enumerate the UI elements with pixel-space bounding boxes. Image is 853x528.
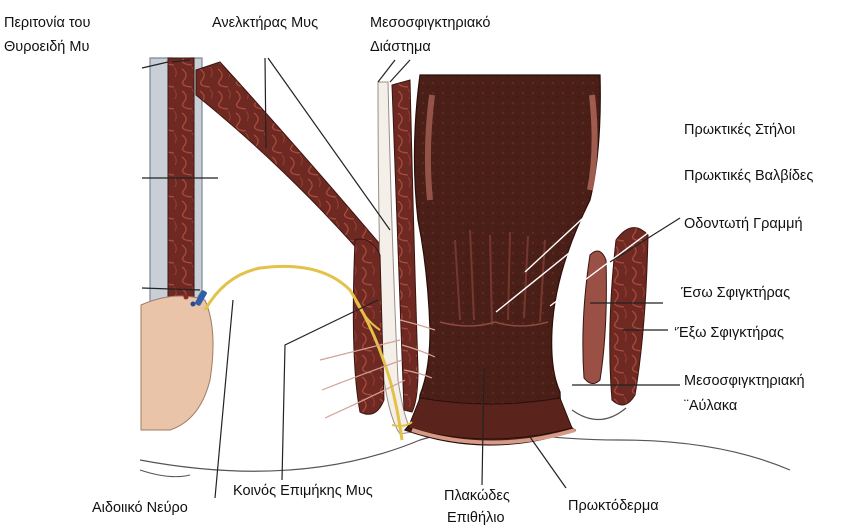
label-plakodes-line1: Πλακώδες: [444, 488, 510, 504]
label-eso-sfigktiras: Έσω Σφιγκτήρας: [680, 285, 790, 301]
external-sphincter-right: [610, 228, 648, 405]
label-aidoiko-neyro: Αιδοιικό Νεύρο: [92, 500, 188, 516]
label-mesosfigktiriako-line1: Μεσοσφιγκτηριακό: [370, 15, 490, 31]
label-peritonia-line1: Περιτονία του: [4, 15, 90, 31]
label-proktoderma: Πρωκτόδερμα: [568, 498, 659, 514]
skin-fold-left: [140, 470, 190, 477]
ischial-fat: [141, 296, 213, 430]
vessel-dot-2: [191, 302, 196, 307]
rectal-mucosa: [405, 75, 600, 445]
label-anelktiras: Ανελκτήρας Μυς: [212, 15, 318, 31]
label-mesosfigktiriaki-line2: ¨Αύλακα: [684, 398, 737, 414]
label-odontoti-grammi: Οδοντωτή Γραμμή: [684, 216, 803, 232]
label-exo-sfigktiras: ‘Έξω Σφιγκτήρας: [674, 325, 784, 341]
intersphincteric-groove-right: [572, 408, 626, 420]
label-mesosfigktiriaki-line1: Μεσοσφιγκτηριακή: [684, 373, 805, 389]
internal-sphincter-right: [583, 251, 607, 384]
label-koinos-epimikis: Κοινός Επιμήκης Μυς: [233, 483, 373, 499]
anoderm-band: [408, 398, 572, 439]
label-plakodes-line2: Επιθήλιο: [447, 510, 505, 526]
vessel-dot-1: [184, 295, 189, 300]
label-proktikes-stiloi: Πρωκτικές Στήλοι: [684, 122, 795, 138]
label-mesosfigktiriako-line2: Διάστημα: [370, 39, 431, 55]
label-peritonia-line2: Θυροειδή Μυ: [4, 39, 89, 55]
label-proktikes-valvides: Πρωκτικές Βαλβίδες: [684, 168, 813, 184]
